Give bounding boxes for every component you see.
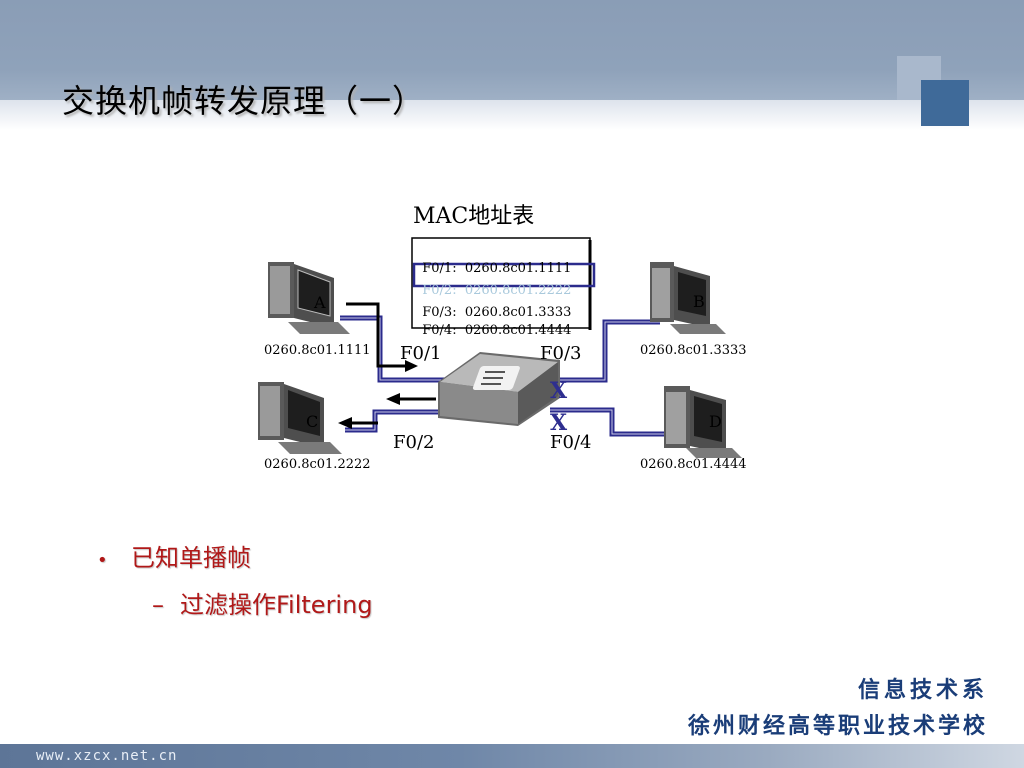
mac-row-address: 0260.8c01.4444: [464, 323, 572, 338]
mac-row-port: F0/3:: [422, 305, 457, 320]
internal-arrowhead: [386, 393, 400, 405]
computer-icon-a: [268, 262, 350, 334]
host-mac-c: 0260.8c01.2222: [264, 457, 371, 472]
host-label-d: D: [709, 412, 722, 431]
host-mac-d: 0260.8c01.4444: [640, 457, 747, 472]
slide-title: 交换机帧转发原理（一）: [62, 82, 426, 120]
mac-table-title: MAC地址表: [413, 204, 535, 229]
school-name: 徐州财经高等职业技术学校: [687, 713, 988, 739]
footer-divider: [0, 741, 1024, 743]
mac-table-highlight: [412, 262, 596, 288]
mac-table-box: [411, 237, 591, 329]
mac-row-address: 0260.8c01.1111: [464, 261, 572, 276]
blocked-mark-f04: X: [550, 410, 568, 436]
mac-table-row-highlighted: F0/2: 0260.8c01.2222: [414, 268, 571, 298]
blocked-mark-f03: X: [550, 378, 568, 404]
mac-table-row: F0/3: 0260.8c01.3333: [414, 290, 571, 320]
footer-band: [0, 744, 1024, 768]
link-b: [550, 319, 660, 383]
mac-row-address: 0260.8c01.2222: [464, 283, 572, 298]
header-band: [0, 0, 1024, 100]
dash-glyph: –: [152, 591, 164, 619]
mac-row-port: F0/4:: [422, 323, 457, 338]
outgoing-arrowhead: [338, 417, 352, 429]
host-mac-a: 0260.8c01.1111: [264, 343, 371, 358]
bullet-level-2-text: 过滤操作Filtering: [180, 591, 373, 619]
computer-icon-c: [258, 382, 342, 454]
port-label-f01: F0/1: [400, 343, 442, 364]
link-d: [550, 407, 668, 437]
mac-row-port: F0/1:: [422, 261, 457, 276]
mac-row-port: F0/2:: [422, 283, 457, 298]
bullet-level-1-text: 已知单播帧: [131, 544, 251, 572]
host-mac-b: 0260.8c01.3333: [640, 343, 747, 358]
host-label-c: C: [306, 412, 319, 431]
bullet-level-1: • 已知单播帧: [97, 538, 251, 573]
port-label-f02: F0/2: [393, 432, 435, 453]
host-label-a: A: [314, 293, 326, 312]
bullet-glyph: •: [97, 550, 108, 571]
link-a: [340, 315, 450, 383]
link-c: [345, 409, 450, 433]
bullet-level-2: –过滤操作Filtering: [152, 585, 373, 620]
incoming-arrowhead: [405, 360, 418, 372]
incoming-arrow: [346, 302, 405, 368]
port-label-f03: F0/3: [540, 343, 582, 364]
host-label-b: B: [693, 292, 705, 311]
switch-icon: [438, 352, 560, 426]
port-label-f04: F0/4: [550, 432, 592, 453]
mac-row-address: 0260.8c01.3333: [464, 305, 572, 320]
mac-table-row: F0/1: 0260.8c01.1111: [414, 246, 571, 276]
computer-icon-d: [664, 386, 742, 458]
site-url: www.xzcx.net.cn: [36, 748, 178, 764]
decorative-square-dark: [921, 80, 969, 126]
header-fade: [0, 100, 1024, 130]
mac-table-row: F0/4: 0260.8c01.4444: [414, 308, 571, 338]
department-name: 信息技术系: [857, 677, 988, 703]
computer-icon-b: [650, 262, 726, 334]
